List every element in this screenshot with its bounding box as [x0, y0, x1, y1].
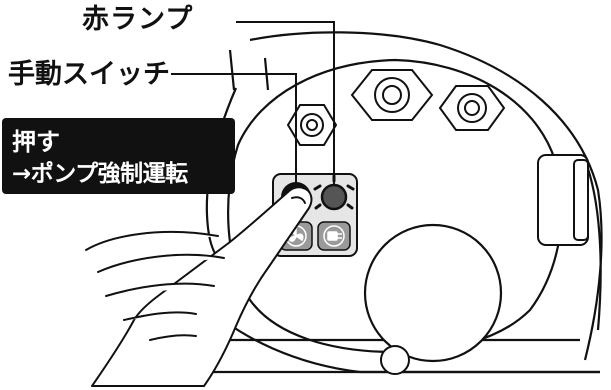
- hex-bolt-left: [286, 104, 338, 146]
- front-face: [227, 58, 563, 354]
- leader-line-red-lamp: [236, 21, 335, 185]
- drain-plug: [380, 345, 410, 375]
- callout-red-lamp: 赤ランプ: [82, 4, 194, 35]
- instruction-force-run: →ポンプ強制運転: [12, 161, 188, 187]
- plug-icon: [323, 225, 345, 247]
- side-latch: [537, 154, 589, 246]
- hex-bolt-large: [350, 69, 434, 121]
- red-lamp: [320, 183, 348, 211]
- pressing-hand: [85, 186, 313, 387]
- instruction-press: 押す: [12, 128, 60, 156]
- callout-manual-switch: 手動スイッチ: [8, 59, 170, 90]
- round-port: [363, 223, 503, 363]
- hex-bolt-right: [438, 85, 506, 131]
- instruction-box: 押す →ポンプ強制運転: [2, 118, 235, 194]
- leader-line-manual-switch: [171, 73, 297, 183]
